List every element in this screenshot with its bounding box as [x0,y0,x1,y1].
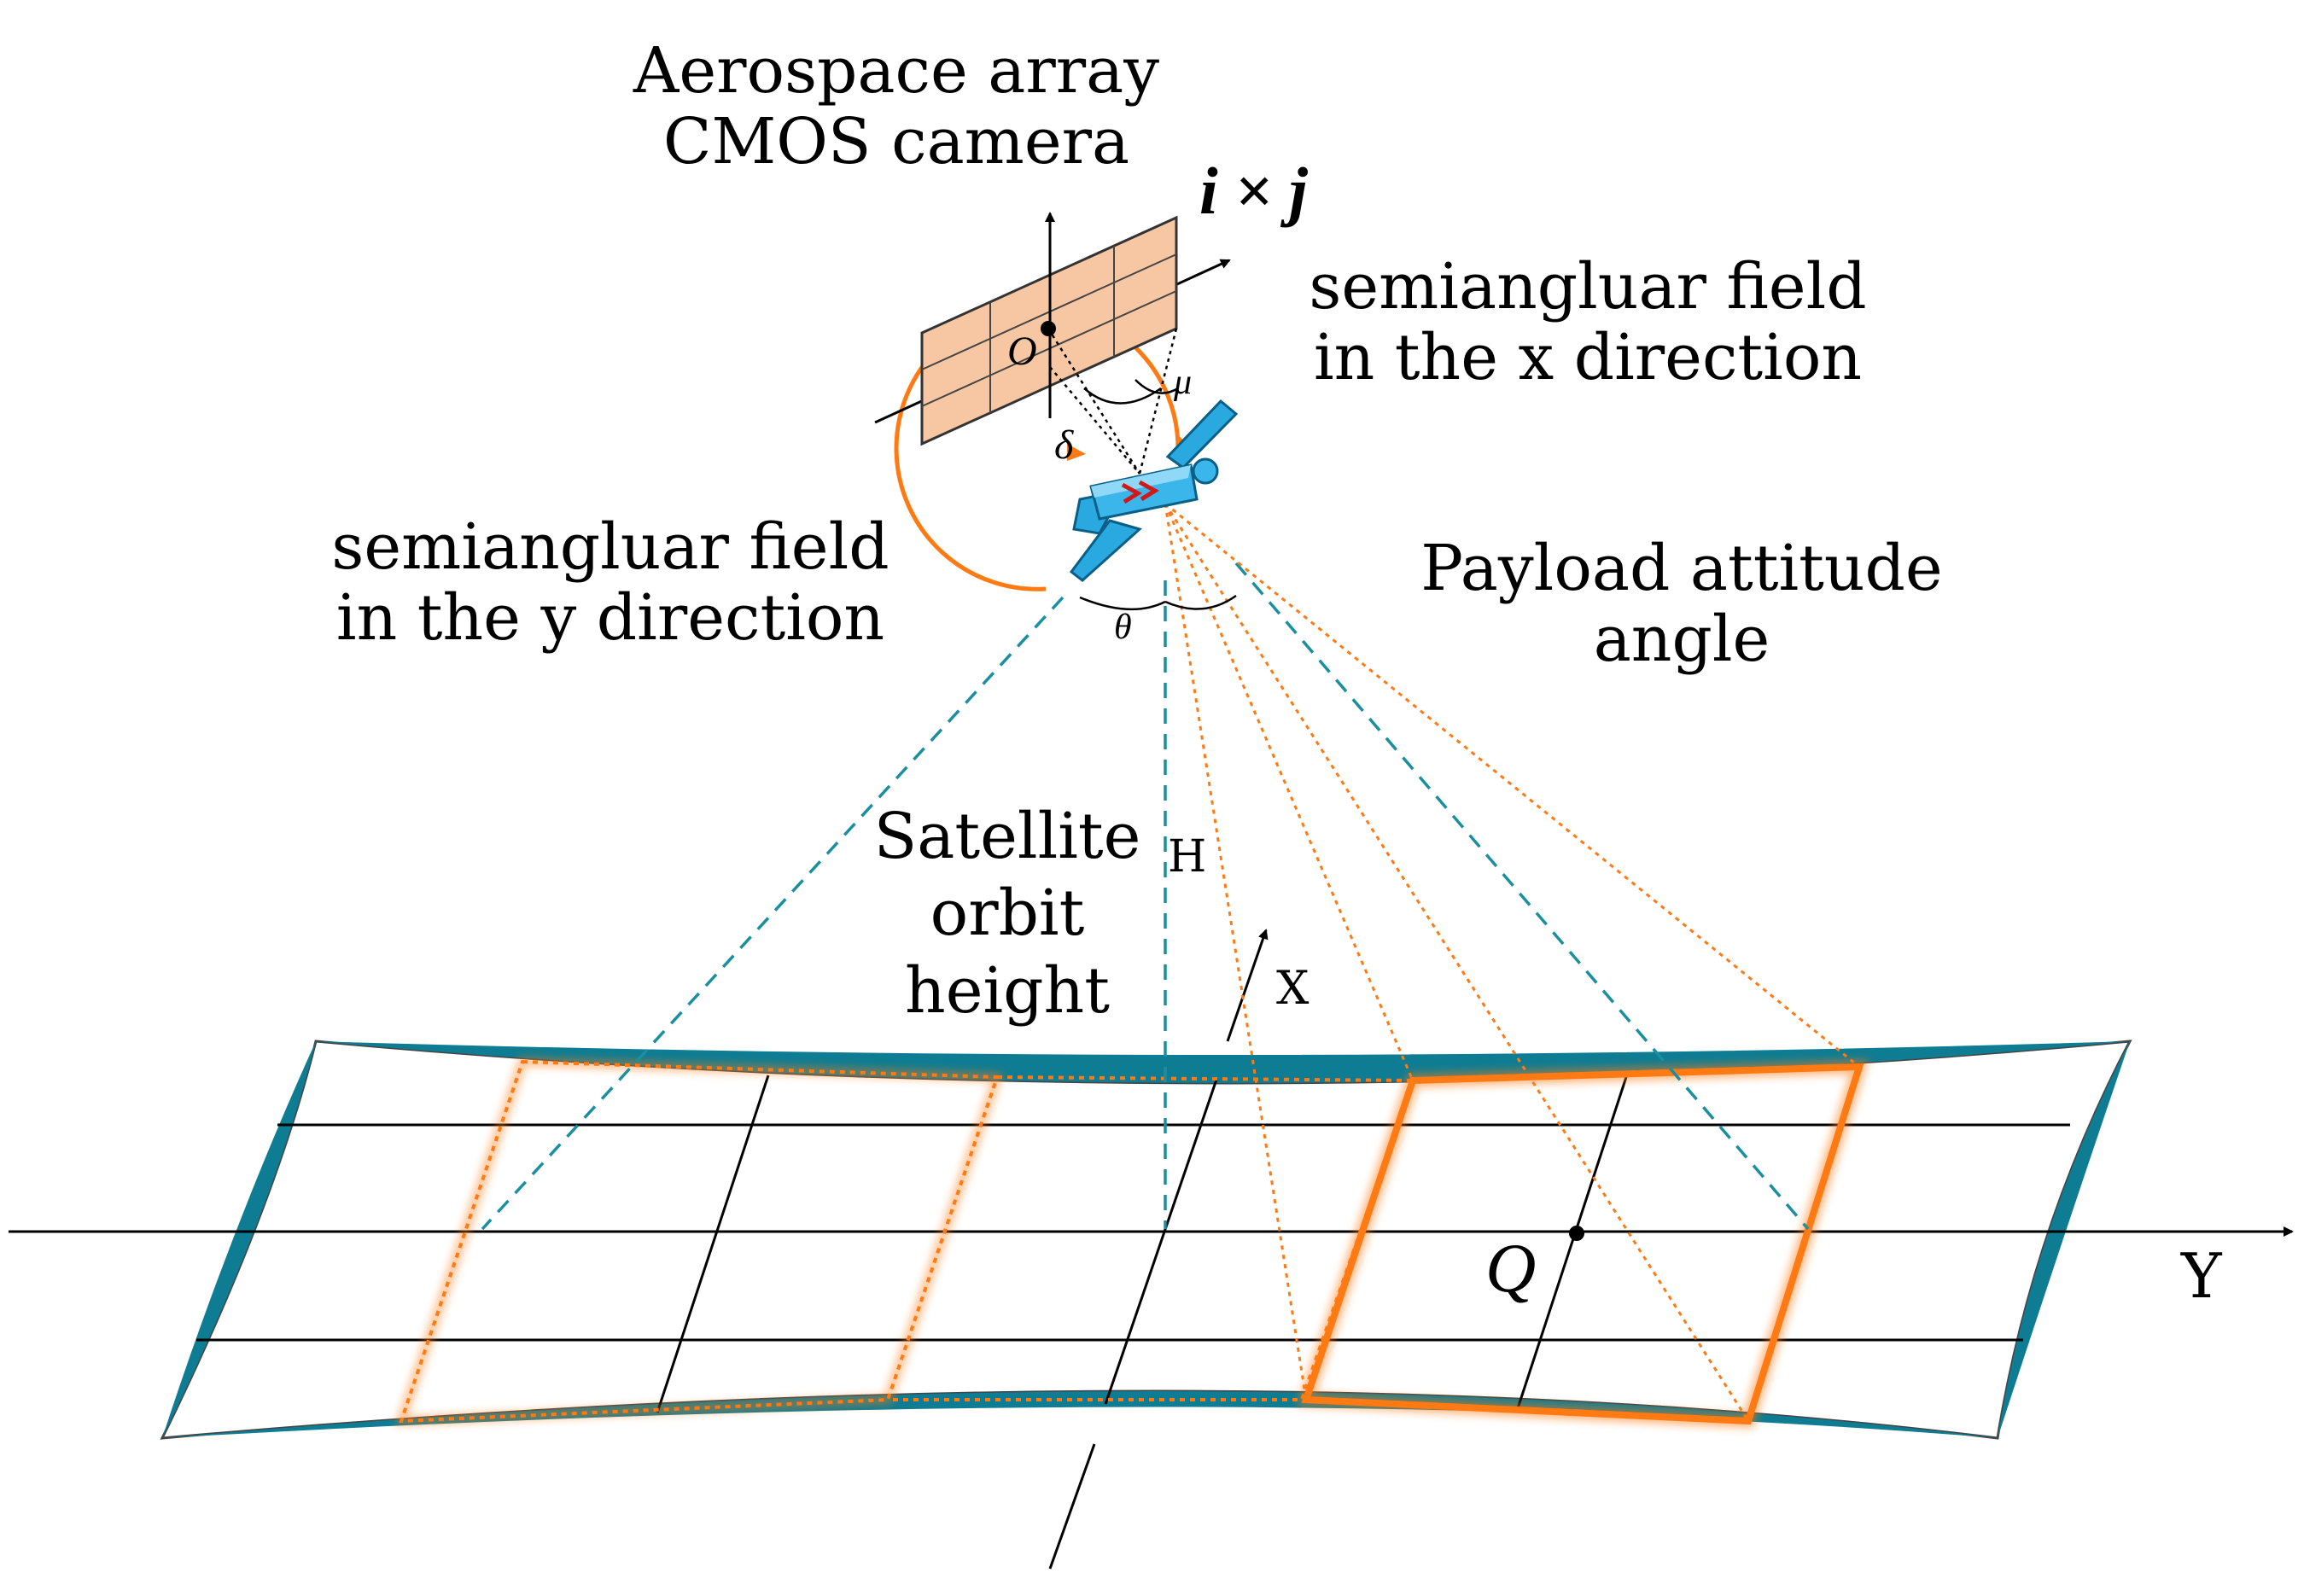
field-of-view-lines [481,562,1810,1231]
camera-label-line1: Aerospace array [633,34,1160,108]
height-symbol: H [1168,831,1207,882]
cmos-sensor-plane [874,212,1231,475]
attitude-label-line1: Payload attitude [1420,532,1943,605]
y-field-label: semiangluar field in the y direction [303,512,918,654]
array-size-label: i × j [1199,154,1308,228]
camera-label: Aerospace array CMOS camera [632,36,1161,178]
solar-panel-lower [1069,519,1143,582]
strip-bottom-band [162,1391,1998,1438]
solar-panel-upper [1165,399,1239,469]
x-field-label-line2: in the x direction [1313,320,1863,394]
current-footprint [1297,1059,1869,1429]
x-axis-label: X [1276,961,1309,1015]
attitude-label: Payload attitude angle [1400,533,1963,675]
strip-surface [160,1040,2132,1440]
orbit-label: Satellite orbit height [845,798,1169,1029]
orbit-label-line2: orbit [930,877,1085,951]
y-field-label-line1: semiangluar field [331,510,890,584]
satellite [1067,399,1239,582]
x-field-label-line1: semiangluar field [1309,250,1867,323]
origin-label: O [1007,329,1037,374]
delta-label: δ [1054,422,1074,468]
point-q [1569,1226,1584,1241]
point-q-label: Q [1485,1229,1537,1307]
orbit-label-line3: height [905,953,1110,1028]
camera-label-line2: CMOS camera [662,104,1130,178]
y-field-label-line2: in the y direction [335,580,885,655]
attitude-label-line2: angle [1593,602,1770,676]
y-axis-label: Y [2181,1240,2222,1312]
ground-strip [160,1040,2132,1440]
x-axis-line-lower [1048,1443,1096,1570]
theta-label: θ [1114,608,1132,647]
orbit-label-line1: Satellite [873,800,1141,873]
x-field-label: semiangluar field in the x direction [1280,252,1895,393]
mu-label: μ [1174,363,1193,402]
footprint-projection-lines [1164,502,1860,1422]
x-axis-line-upper [1226,929,1269,1042]
